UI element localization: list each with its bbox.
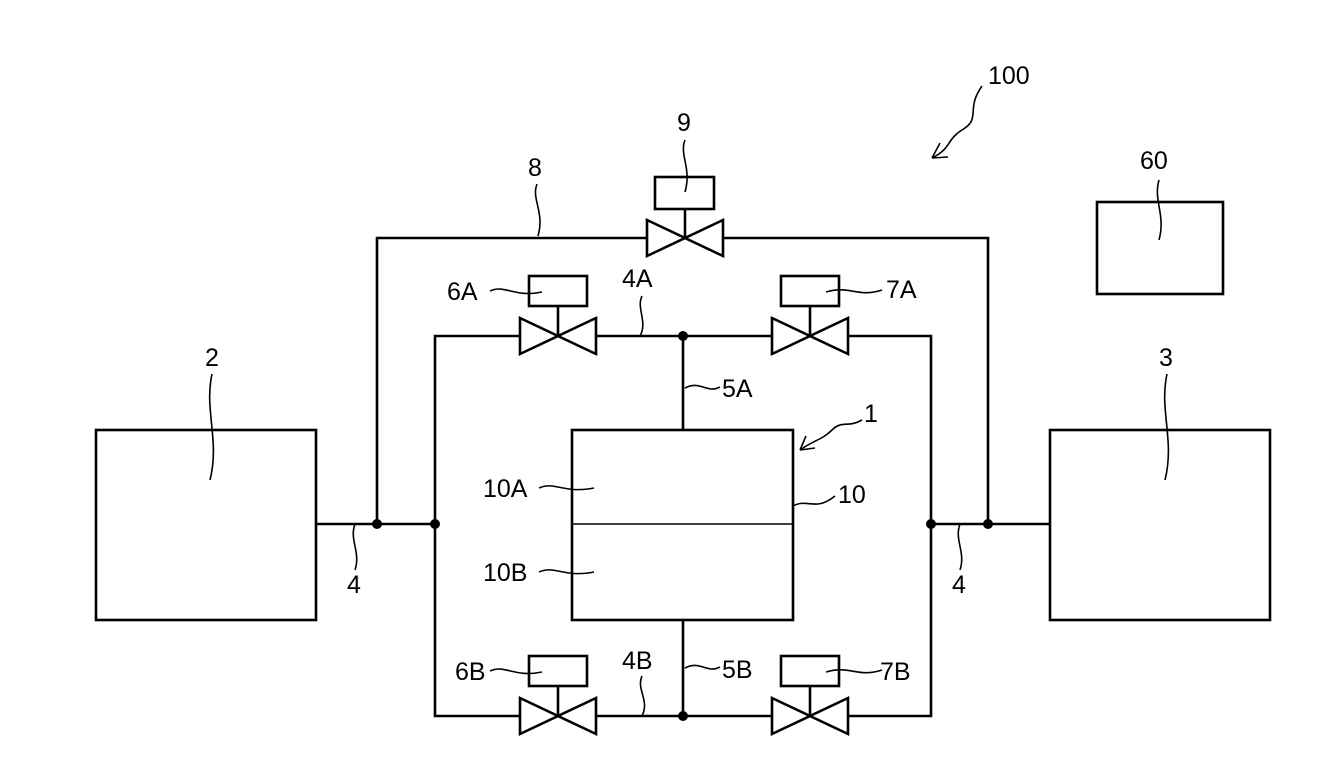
- label-4B: 4B: [622, 647, 653, 675]
- leader-4B: [640, 676, 644, 716]
- leader-8: [535, 184, 540, 236]
- leader-10: [793, 496, 835, 506]
- junction-dot: [926, 519, 936, 529]
- arrow-100: [932, 86, 982, 158]
- leader-5B: [685, 665, 720, 669]
- label-4-right: 4: [952, 571, 966, 599]
- label-10A: 10A: [483, 475, 528, 503]
- label-5A: 5A: [722, 375, 753, 403]
- leader-4-right: [958, 524, 961, 570]
- label-10: 10: [838, 481, 866, 509]
- label-6B: 6B: [455, 658, 486, 686]
- leader-5A: [685, 385, 720, 389]
- label-6A: 6A: [447, 278, 478, 306]
- label-9: 9: [677, 109, 691, 137]
- label-1: 1: [864, 400, 878, 428]
- valve-7B: [772, 656, 848, 734]
- junction-dot: [372, 519, 382, 529]
- junction-dot: [678, 331, 688, 341]
- label-10B: 10B: [483, 559, 527, 587]
- label-100: 100: [988, 62, 1030, 90]
- junction-dot: [430, 519, 440, 529]
- valve-6B: [520, 656, 596, 734]
- junction-dot: [983, 519, 993, 529]
- label-3: 3: [1159, 344, 1173, 372]
- valve-6A: [520, 276, 596, 354]
- label-5B: 5B: [722, 656, 753, 684]
- label-7B: 7B: [880, 658, 911, 686]
- label-4A: 4A: [622, 265, 653, 293]
- valve-7A: [772, 276, 848, 354]
- label-60: 60: [1140, 147, 1168, 175]
- box-2: [96, 430, 316, 620]
- junction-dot: [678, 711, 688, 721]
- label-8: 8: [528, 154, 542, 182]
- label-2: 2: [205, 344, 219, 372]
- label-7A: 7A: [886, 276, 917, 304]
- leader-4A: [640, 296, 643, 336]
- leader-4-left: [353, 524, 356, 570]
- vessel-10: [572, 430, 793, 620]
- box-3: [1050, 430, 1270, 620]
- arrow-1: [800, 420, 862, 450]
- label-4-left: 4: [347, 571, 361, 599]
